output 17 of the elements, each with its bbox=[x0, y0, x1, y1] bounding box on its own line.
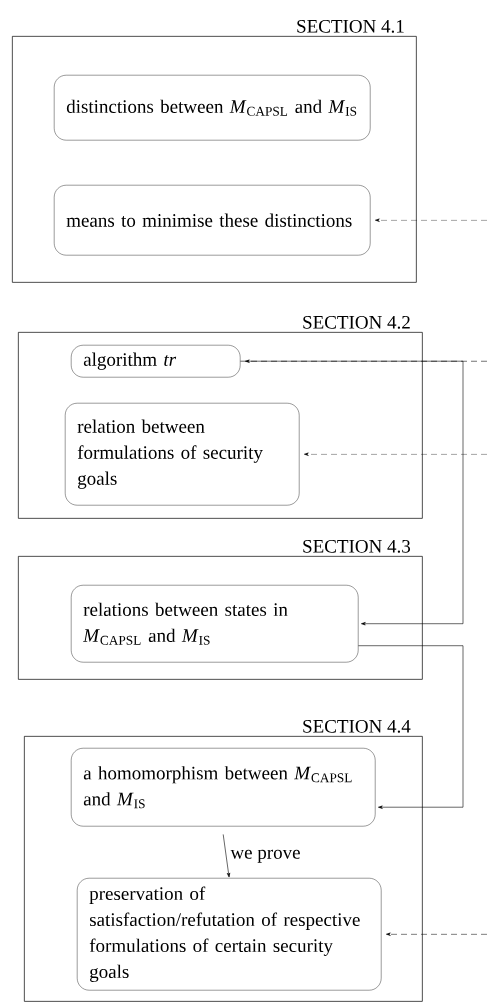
arrow bbox=[222, 834, 231, 878]
rounded-box: algorithm tr bbox=[71, 345, 241, 378]
rounded-box: distinctions between M$_{CAPSL}$ and M$_{IS}$ bbox=[54, 75, 371, 141]
section-heading: SECTION 4.3 bbox=[303, 539, 411, 553]
rounded-box: preservation of satisfaction/refutation of respective formulations of certain security goals bbox=[77, 878, 382, 991]
arrow bbox=[245, 359, 487, 363]
section-heading: SECTION 4.1 bbox=[297, 19, 404, 33]
arrow bbox=[240, 360, 464, 626]
rounded-box: relations between states in M$_{CAPSL}$ and M$_{IS}$ bbox=[71, 585, 359, 663]
section-heading: SECTION 4.4 bbox=[303, 719, 411, 733]
rounded-box: means to minimise these distinctions bbox=[54, 185, 371, 256]
arrow bbox=[358, 645, 464, 809]
rounded-box: relation between formulations of security goals bbox=[65, 403, 300, 506]
section-heading: SECTION 4.2 bbox=[303, 315, 410, 329]
edge-label: we prove bbox=[229, 848, 302, 864]
rounded-box: a homomorphism between M$_{CAPSL}$ and M$_{IS}$ bbox=[71, 748, 376, 827]
arrow bbox=[386, 932, 487, 936]
